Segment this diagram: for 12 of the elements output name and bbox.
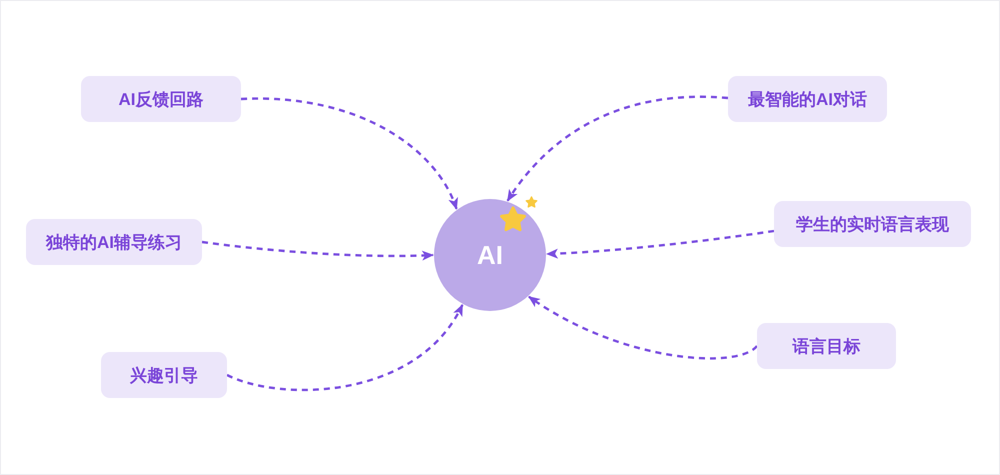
topic-box: AI反馈回路 (81, 76, 241, 122)
dashed-arrow (241, 98, 458, 210)
topic-box: 语言目标 (757, 323, 896, 369)
dashed-arrow (202, 240, 434, 260)
topic-box: 学生的实时语言表现 (774, 201, 971, 247)
dashed-arrow (546, 230, 774, 259)
dashed-arrow (226, 304, 464, 392)
topic-box: 兴趣引导 (101, 352, 227, 398)
dashed-arrow (528, 296, 758, 360)
topic-box: 独特的AI辅导练习 (26, 219, 202, 265)
topic-box: 最智能的AI对话 (728, 76, 887, 122)
dashed-arrow (506, 96, 728, 202)
